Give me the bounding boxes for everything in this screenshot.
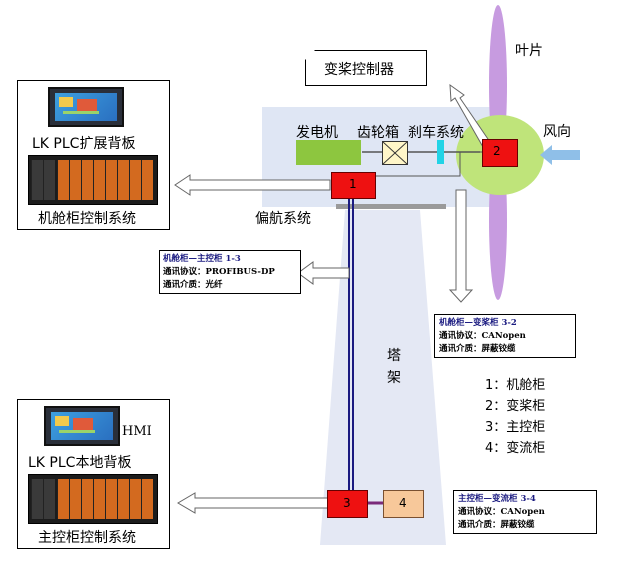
- pitch-controller-label: 变桨控制器: [324, 62, 394, 78]
- pitch-controller-corner: [305, 50, 315, 60]
- main-control-panel: HMI LK PLC本地背板 主控柜控制系统: [17, 399, 170, 549]
- link-32-medium: 通讯介质：屏蔽铰缆: [439, 344, 516, 354]
- main-plc-rack: [28, 474, 158, 524]
- arrow-to-link-32: [448, 189, 474, 303]
- yaw-plate: [336, 204, 446, 209]
- main-panel-title: LK PLC本地背板: [28, 455, 132, 471]
- link-13-box: 机舱柜—主控柜 1-3 通讯协议：PROFIBUS-DP 通讯介质：光纤: [159, 250, 301, 294]
- gearbox-block: [382, 141, 408, 165]
- nacelle-plc-rack: [28, 155, 158, 205]
- nacelle-control-panel: LK PLC扩展背板 机舱柜控制系统: [17, 80, 170, 230]
- pitch-controller-box: 变桨控制器: [305, 50, 427, 86]
- wind-arrow: [540, 145, 580, 165]
- brake-block: [437, 140, 444, 164]
- main-hmi-screen: [44, 406, 120, 446]
- gearbox-label: 齿轮箱: [357, 125, 399, 141]
- cabinet-1: 1: [331, 172, 376, 199]
- link-13-title: 机舱柜—主控柜 1-3: [163, 254, 241, 264]
- wind-direction-label: 风向: [543, 124, 571, 140]
- tower-shape: [320, 210, 446, 545]
- brake-system-label: 刹车系统: [408, 125, 464, 141]
- generator-label: 发电机: [296, 125, 338, 141]
- link-34-protocol: 通讯协议：CANopen: [458, 507, 545, 517]
- cabinet-3: 3: [327, 490, 368, 518]
- generator-block: [296, 140, 361, 165]
- legend-item: 2：变桨柜: [485, 399, 546, 414]
- nacelle-hmi-screen: [48, 87, 124, 127]
- cabinet-4: 4: [383, 490, 424, 518]
- link-32-title: 机舱柜—变桨柜 3-2: [439, 318, 517, 328]
- arrow-to-nacelle-panel: [174, 174, 331, 196]
- arrow-to-main-panel: [177, 492, 329, 514]
- link-34-title: 主控柜—变流柜 3-4: [458, 494, 536, 504]
- blade-label: 叶片: [515, 43, 543, 59]
- main-panel-caption: 主控柜控制系统: [38, 530, 136, 546]
- legend-item: 1：机舱柜: [485, 378, 546, 393]
- gearbox-cross-icon: [383, 142, 407, 164]
- yaw-system-label: 偏航系统: [255, 211, 311, 227]
- cabinet-2-number: 2: [493, 144, 501, 158]
- link-32-protocol: 通讯协议：CANopen: [439, 331, 526, 341]
- main-hmi-label: HMI: [122, 424, 152, 439]
- link-13-protocol: 通讯协议：PROFIBUS-DP: [163, 267, 275, 277]
- tower-label: 塔 架: [387, 348, 401, 386]
- arrow-to-pitch-controller: [449, 83, 491, 148]
- nacelle-panel-title: LK PLC扩展背板: [32, 136, 136, 152]
- link-34-box: 主控柜—变流柜 3-4 通讯协议：CANopen 通讯介质：屏蔽铰缆: [453, 490, 597, 534]
- cabinet-4-number: 4: [399, 496, 407, 510]
- cabinet-3-number: 3: [343, 496, 351, 510]
- legend-item: 4：变流柜: [485, 441, 546, 456]
- nacelle-panel-caption: 机舱柜控制系统: [38, 211, 136, 227]
- link-32-box: 机舱柜—变桨柜 3-2 通讯协议：CANopen 通讯介质：屏蔽铰缆: [434, 314, 576, 358]
- cabinet-1-number: 1: [349, 177, 357, 191]
- legend-item: 3：主控柜: [485, 420, 546, 435]
- cabinet-2: 2: [482, 139, 518, 167]
- link-13-medium: 通讯介质：光纤: [163, 280, 223, 290]
- arrow-to-link-13: [297, 261, 350, 285]
- link-34-medium: 通讯介质：屏蔽铰缆: [458, 520, 535, 530]
